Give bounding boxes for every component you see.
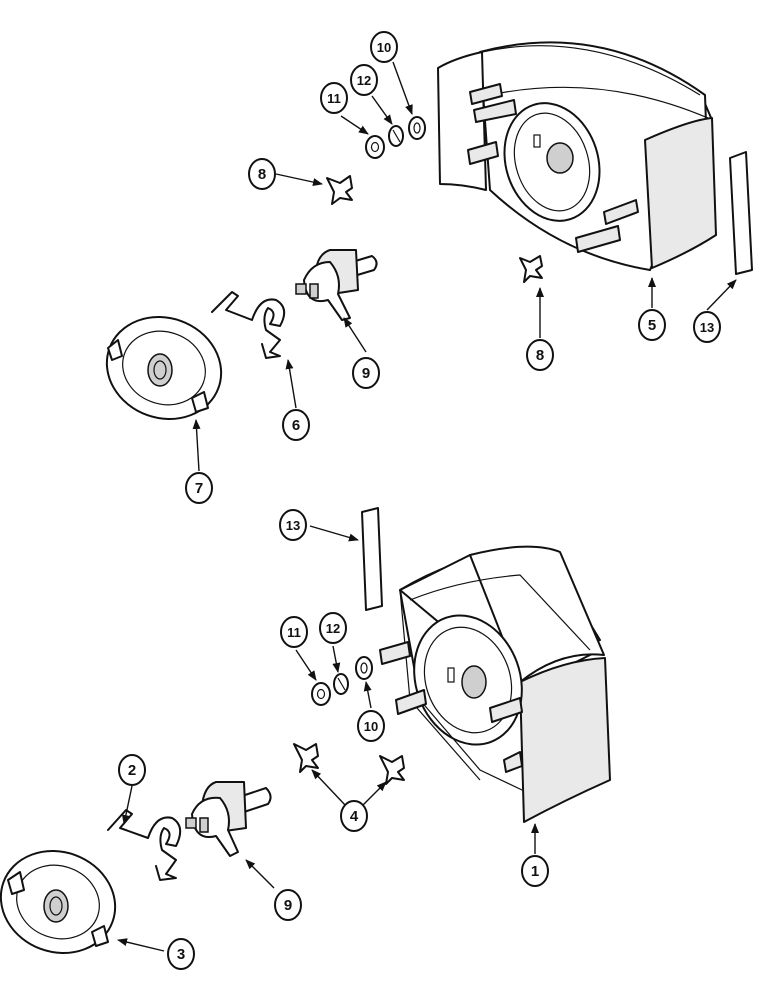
- callout-circle-c6: [282, 409, 310, 441]
- reflector-disc-lower: [0, 849, 117, 955]
- callout-label-c9b: 9: [284, 897, 292, 914]
- callout-label-c9a: 9: [362, 365, 370, 382]
- callout-circle-c2: [118, 754, 146, 786]
- callout-circle-c11a: [320, 82, 348, 114]
- wing-nut-upper-left: [326, 175, 353, 205]
- gasket-strip-upper: [729, 151, 753, 275]
- callout-circle-c5: [638, 309, 666, 341]
- callout-circle-c13a: [693, 311, 721, 343]
- callout-label-c10b: 10: [364, 719, 378, 734]
- gasket-strip-lower: [361, 507, 383, 611]
- callout-label-c8a: 8: [258, 166, 266, 183]
- bulb-socket-lower: [185, 781, 272, 857]
- callout-label-c10a: 10: [377, 40, 391, 55]
- wing-nut-lower-left: [293, 743, 319, 773]
- callout-label-c1: 1: [531, 863, 539, 880]
- callout-circle-c10b: [357, 710, 385, 742]
- callout-label-c12a: 12: [357, 73, 371, 88]
- callout-label-c13a: 13: [700, 320, 714, 335]
- callout-label-c11a: 11: [327, 91, 341, 106]
- callout-circle-c9b: [274, 889, 302, 921]
- callout-label-c5: 5: [648, 317, 656, 334]
- callout-circle-c12b: [319, 612, 347, 644]
- callout-label-c12b: 12: [326, 621, 340, 636]
- callout-circle-c12a: [350, 64, 378, 96]
- callout-circle-c4: [340, 800, 368, 832]
- callout-label-c6: 6: [292, 417, 300, 434]
- wing-nut-lower-right: [379, 755, 405, 785]
- callout-circle-c8b: [526, 339, 554, 371]
- callout-circle-c1: [521, 855, 549, 887]
- hardware-upper: [365, 116, 426, 159]
- leader-lines: [117, 61, 737, 952]
- callout-label-c2: 2: [128, 762, 136, 779]
- spring-clip-lower: [107, 809, 182, 881]
- hardware-lower: [311, 656, 373, 706]
- spring-clip-upper: [211, 291, 286, 359]
- callout-label-c8b: 8: [536, 347, 544, 364]
- bulb-socket-upper: [295, 249, 378, 321]
- callout-circle-c13b: [279, 509, 307, 541]
- stud-bolts-upper: [467, 83, 639, 253]
- wing-nut-upper-right: [519, 255, 543, 283]
- stud-bolts-lower: [379, 641, 523, 773]
- callout-label-c4: 4: [350, 808, 359, 825]
- lamp-housing-lower: [379, 545, 611, 823]
- reflector-disc-upper: [105, 315, 223, 421]
- callout-circle-c7: [185, 472, 213, 504]
- callout-circle-c11b: [280, 616, 308, 648]
- callout-label-c13b: 13: [286, 518, 300, 533]
- lamp-housing-upper: [437, 41, 717, 271]
- callout-label-c7: 7: [195, 480, 203, 497]
- callout-circle-c8a: [248, 158, 276, 190]
- callout-circle-c10a: [370, 31, 398, 63]
- callout-circle-c3: [167, 938, 195, 970]
- callout-circle-c9a: [352, 357, 380, 389]
- callout-label-c3: 3: [177, 946, 185, 963]
- callout-label-c11b: 11: [287, 625, 301, 640]
